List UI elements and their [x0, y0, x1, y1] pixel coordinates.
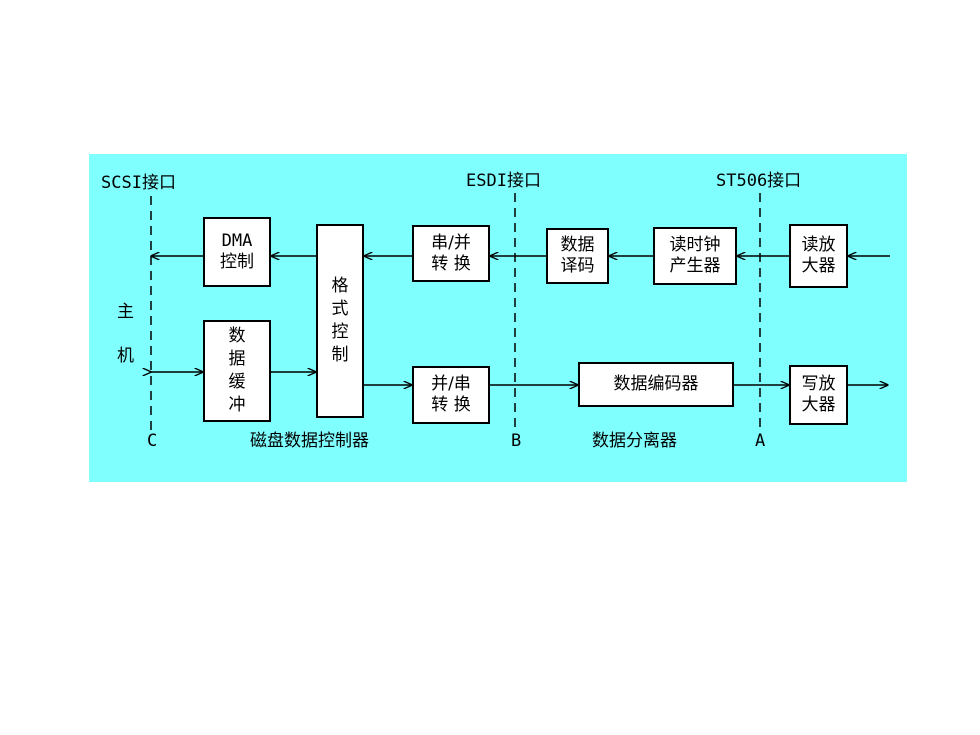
data-decode-line2: 译码: [560, 256, 595, 276]
write-amp-block: 写放 大器: [789, 365, 848, 425]
format-control-line4: 制: [331, 345, 349, 365]
data-separator-label: 数据分离器: [592, 431, 677, 451]
data-buffer-line3: 缓: [228, 372, 246, 392]
write-amp-line2: 大器: [801, 395, 836, 415]
data-buffer-block: 数 据 缓 冲: [203, 320, 271, 422]
format-control-block: 格 式 控 制: [316, 224, 364, 418]
data-buffer-line1: 数: [228, 326, 246, 346]
data-buffer-line4: 冲: [228, 395, 246, 415]
write-amp-line1: 写放: [801, 374, 836, 394]
read-amp-line2: 大器: [801, 256, 836, 276]
parallel-serial-line2: 转 换: [431, 395, 471, 415]
serial-parallel-line1: 串/并: [431, 232, 471, 253]
point-c-label: C: [147, 431, 158, 451]
data-encoder-block: 数据编码器: [578, 362, 734, 407]
diagram-panel: [89, 154, 907, 482]
host-label-1: 主: [117, 302, 134, 322]
serial-parallel-line2: 转 换: [431, 253, 471, 274]
scsi-interface-label: SCSI接口: [101, 173, 176, 193]
esdi-interface-label: ESDI接口: [466, 171, 541, 191]
read-amp-line1: 读放: [801, 235, 836, 255]
dma-control-line1: DMA: [221, 231, 253, 251]
read-clock-block: 读时钟 产生器: [653, 227, 737, 285]
st506-interface-label: ST506接口: [716, 171, 802, 191]
format-control-line1: 格: [331, 276, 349, 296]
read-clock-line1: 读时钟: [669, 235, 721, 255]
read-clock-line2: 产生器: [669, 256, 721, 276]
data-decode-line1: 数据: [560, 235, 595, 255]
dma-control-line2: 控制: [220, 252, 254, 272]
dma-control-block: DMA 控制: [203, 217, 271, 287]
format-control-line2: 式: [331, 299, 349, 319]
data-encoder-line1: 数据编码器: [613, 374, 699, 394]
point-a-label: A: [755, 431, 766, 451]
data-decode-block: 数据 译码: [546, 228, 609, 284]
data-buffer-line2: 据: [228, 349, 246, 369]
format-control-line3: 控: [331, 322, 349, 342]
read-amp-block: 读放 大器: [789, 224, 848, 288]
parallel-serial-block: 并/串 转 换: [412, 366, 490, 424]
host-label-2: 机: [117, 346, 134, 366]
serial-parallel-block: 串/并 转 换: [412, 225, 490, 282]
point-b-label: B: [511, 431, 522, 451]
disk-controller-label: 磁盘数据控制器: [250, 431, 369, 451]
parallel-serial-line1: 并/串: [431, 374, 471, 394]
